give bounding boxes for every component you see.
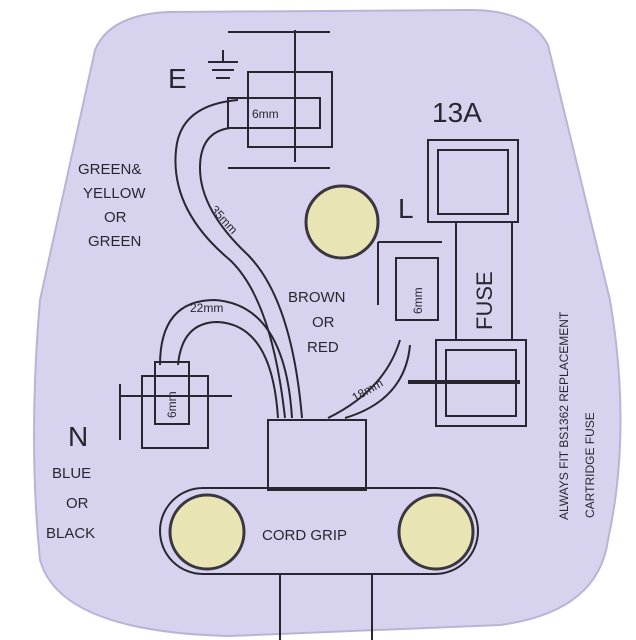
plug-plate	[33, 8, 622, 638]
neutral-strip-length: 6mm	[165, 391, 179, 418]
neutral-colour-3: BLACK	[46, 525, 95, 542]
earth-colour-3: OR	[104, 209, 127, 226]
neutral-pin-hole	[168, 493, 246, 571]
live-colour-2: OR	[312, 314, 335, 331]
neutral-letter: N	[68, 421, 88, 452]
fuse-rating: 13A	[432, 97, 482, 128]
live-wire-inner	[344, 344, 411, 419]
fuse-holder	[408, 139, 527, 427]
live-strip-length: 6mm	[411, 287, 425, 314]
earth-colour-2: YELLOW	[83, 185, 146, 202]
neutral-wire	[159, 298, 293, 419]
cable-sheath	[267, 419, 367, 491]
fuse-note-line-2: CARTRIDGE FUSE	[583, 412, 597, 518]
cord-grip-outline	[159, 487, 479, 575]
live-colour-3: RED	[307, 339, 339, 356]
live-pin-hole	[397, 493, 475, 571]
earth-letter: E	[168, 63, 187, 94]
fuse-label: FUSE	[472, 271, 497, 330]
live-terminal	[377, 241, 442, 321]
neutral-colour-1: BLUE	[52, 465, 91, 482]
neutral-colour-2: OR	[66, 495, 89, 512]
neutral-wire-length: 22mm	[190, 301, 223, 315]
neutral-terminal	[119, 361, 232, 449]
live-letter: L	[398, 193, 414, 224]
wires	[159, 99, 411, 419]
earth-colour-4: GREEN	[88, 233, 141, 250]
earth-strip-length: 6mm	[252, 107, 279, 121]
neutral-wire-inner	[177, 320, 279, 419]
earth-pin-hole	[304, 184, 380, 260]
cord-grip-label: CORD GRIP	[262, 527, 347, 544]
live-colour-1: BROWN	[288, 289, 346, 306]
earth-terminal	[208, 30, 333, 169]
fuse-note-line-1: ALWAYS FIT BS1362 REPLACEMENT	[557, 311, 571, 520]
live-wire	[327, 339, 401, 419]
earth-wire-inner	[198, 127, 303, 419]
earth-colour-1: GREEN&	[78, 161, 141, 178]
